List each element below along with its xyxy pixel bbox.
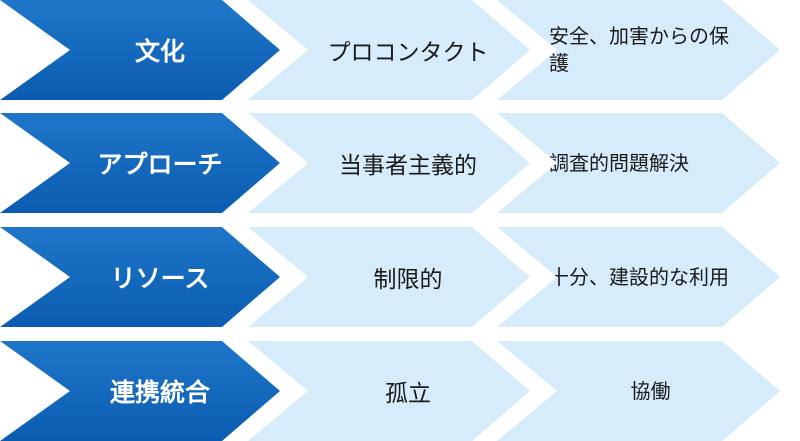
target-state-chevron: 十分、建設的な利用 [497, 227, 780, 327]
category-label: アプローチ [97, 150, 223, 179]
category-chevron: リソース [0, 227, 280, 327]
row-collaboration: 連携統合 孤立 協働 [0, 341, 800, 441]
category-label: 連携統合 [109, 378, 210, 407]
target-state-label: 安全、加害からの保護 [549, 24, 729, 75]
category-chevron: 文化 [0, 0, 280, 100]
category-chevron: 連携統合 [0, 341, 280, 441]
target-state-label: 調査的問題解決 [549, 150, 689, 175]
current-state-label: 孤立 [385, 381, 431, 407]
current-state-label: 当事者主義的 [339, 153, 477, 179]
category-label: リソース [110, 264, 210, 293]
current-state-chevron: 制限的 [248, 227, 530, 327]
target-state-chevron: 調査的問題解決 [497, 113, 780, 213]
target-state-chevron: 協働 [497, 341, 780, 441]
current-state-chevron: 当事者主義的 [248, 113, 530, 213]
current-state-chevron: プロコンタクト [248, 0, 530, 100]
current-state-label: 制限的 [373, 267, 443, 293]
row-culture: 文化 プロコンタクト 安全、加害からの保護 [0, 0, 800, 100]
target-state-label: 協働 [630, 378, 671, 403]
row-approach: アプローチ 当事者主義的 調査的問題解決 [0, 113, 800, 213]
current-state-chevron: 孤立 [248, 341, 530, 441]
category-label: 文化 [134, 37, 185, 66]
category-chevron: アプローチ [0, 113, 280, 213]
target-state-chevron: 安全、加害からの保護 [497, 0, 780, 100]
target-state-label: 十分、建設的な利用 [549, 264, 729, 289]
row-resources: リソース 制限的 十分、建設的な利用 [0, 227, 800, 327]
current-state-label: プロコンタクト [327, 40, 489, 66]
